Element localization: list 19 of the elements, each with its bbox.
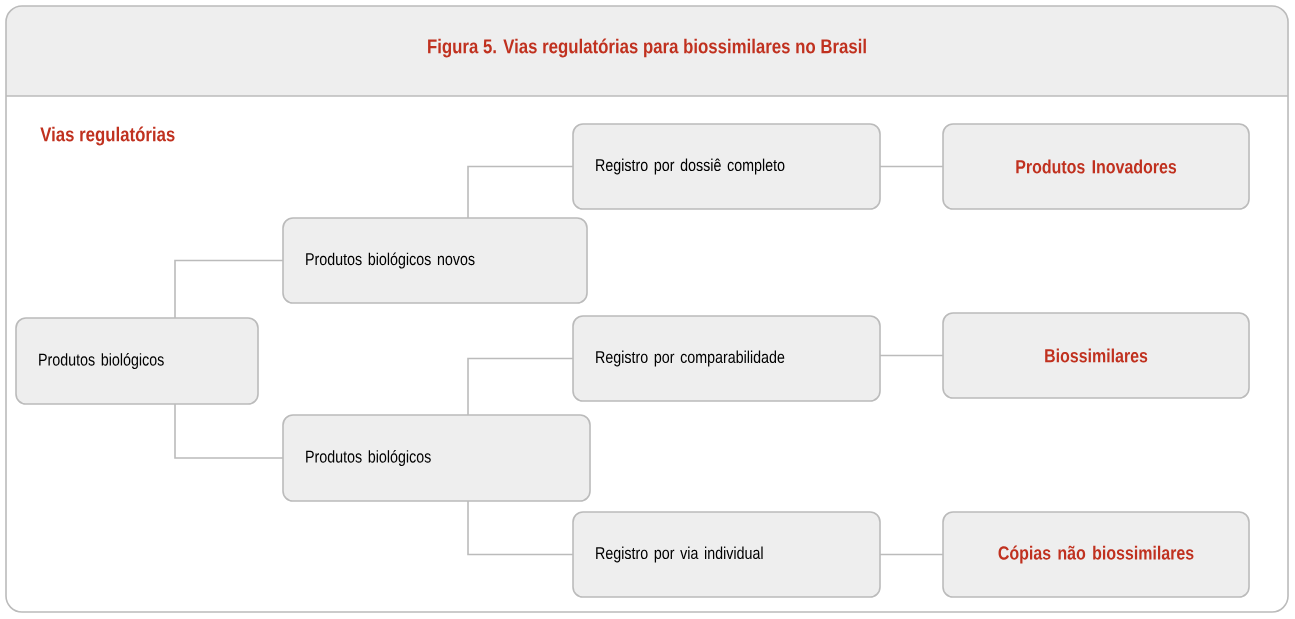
connector-line: [467, 357, 574, 416]
connector-line: [879, 165, 944, 168]
result-box: Biossimilares: [942, 312, 1250, 399]
result-box: Produtos Inovadores: [942, 123, 1250, 210]
connector-line: [467, 500, 574, 556]
process-box: Produtos biológicos: [282, 414, 591, 502]
connector-line: [879, 354, 944, 357]
process-box: Registro por comparabilidade: [572, 315, 881, 402]
process-box: Registro por via individual: [572, 511, 881, 598]
result-box: Cópias não biossimilares: [942, 511, 1250, 598]
title: Figura 5. Vias regulatórias para biossimilares no Brasil: [428, 38, 866, 58]
connector-line: [467, 165, 574, 219]
process-box: Registro por dossiê completo: [572, 123, 881, 210]
connector-line: [174, 403, 284, 459]
connector-line: [174, 259, 284, 319]
process-box: Produtos biológicos: [15, 317, 259, 405]
process-box: Produtos biológicos novos: [282, 217, 588, 304]
connector-line: [879, 553, 944, 556]
section-heading: Vias regulatórias: [40, 126, 175, 146]
